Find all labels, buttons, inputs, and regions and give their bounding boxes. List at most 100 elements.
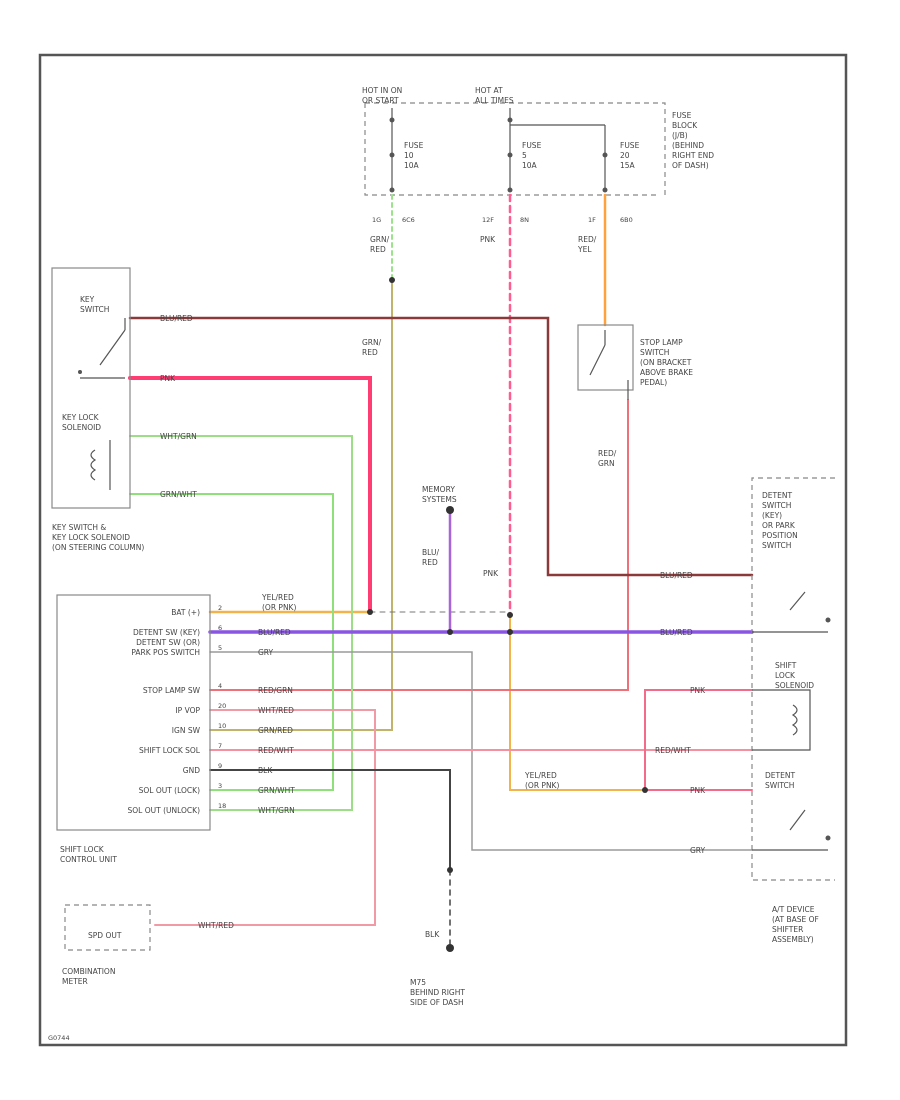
cu-terminal-pin: 10	[218, 722, 226, 730]
cu-terminal: SOL OUT (UNLOCK) 18	[127, 802, 226, 815]
wire-blu-red-key	[128, 316, 754, 577]
wire-label-pnk-2: PNK	[483, 569, 499, 578]
fuse-20-pin: 1F	[588, 216, 596, 224]
wire-label-blk-cu: BLK	[258, 766, 273, 775]
wire-red-grn-stopsw	[209, 399, 629, 691]
wire-label-blu-red-cu: BLU/RED	[258, 628, 291, 637]
cu-terminal-label: GND	[183, 766, 200, 775]
wire-wht-red-vsp	[154, 709, 376, 926]
wire-wht-grn-unlock	[129, 435, 353, 811]
wire-label-red-wht-at: RED/WHT	[655, 746, 691, 755]
cu-terminal-label: DETENT SW (KEY)	[133, 628, 200, 637]
fuse-5-circuit: 8N	[520, 216, 529, 224]
wire-label-yel-red-at: YEL/RED(OR PNK)	[524, 771, 559, 790]
cu-terminal-label: BAT (+)	[171, 608, 200, 617]
cu-terminal-pin: 5	[218, 644, 222, 652]
wire-label-wht-grn: WHT/GRN	[160, 432, 197, 441]
wire-label-grn-red-cu: GRN/RED	[258, 726, 293, 735]
cu-terminal: GND 9	[183, 762, 222, 775]
cu-terminal-pin: 4	[218, 682, 222, 690]
figure-id: G0744	[48, 1034, 70, 1042]
wire-label-red-yel: RED/YEL	[577, 235, 597, 254]
wire-label-red-wht-cu: RED/WHT	[258, 746, 294, 755]
cu-terminal: SHIFT LOCK SOL 7	[139, 742, 222, 755]
wire-grn-wht-lock	[129, 493, 334, 791]
wire-label-grn-red-1: GRN/RED	[370, 235, 390, 254]
cu-terminal-label: SOL OUT (LOCK)	[139, 786, 200, 795]
fuse-5-pin: 12F	[482, 216, 494, 224]
cu-terminal: BAT (+) 2	[171, 604, 222, 617]
cu-terminal: DETENT SW (KEY) 6	[133, 624, 222, 637]
wire-label-red-grn-cu: RED/GRN	[258, 686, 293, 695]
wires	[128, 193, 754, 946]
cu-terminal-pin: 6	[218, 624, 222, 632]
fuse-20-circuit: 6B0	[620, 216, 633, 224]
wire-label-pnk-at: PNK	[690, 686, 706, 695]
cu-terminal: IGN SW 10	[172, 722, 226, 735]
wire-pnk-key-sw	[128, 376, 372, 614]
cu-terminal-label: IGN SW	[172, 726, 201, 735]
cu-terminal-label: IP VOP	[175, 706, 200, 715]
fuse-10-circuit: 6C6	[402, 216, 415, 224]
wire-label-grn-red-2: GRN/RED	[362, 338, 382, 357]
wire-label-wht-red-meter: WHT/RED	[198, 921, 234, 930]
cu-terminal-pin: 18	[218, 802, 226, 810]
key-switch-box	[51, 267, 131, 509]
cu-terminal-label: STOP LAMP SW	[143, 686, 201, 695]
stop-lamp-switch-box	[577, 324, 634, 391]
wire-grn-red-ign	[209, 279, 393, 731]
cu-terminal-label: SOL OUT (UNLOCK)	[127, 806, 200, 815]
wire-label-wht-red-cu: WHT/RED	[258, 706, 294, 715]
cu-terminal-label: SHIFT LOCK SOL	[139, 746, 201, 755]
wire-label-pnk-key: PNK	[160, 374, 176, 383]
fuse-10-pin: 1G	[372, 216, 381, 224]
wire-pnk-sol	[644, 689, 753, 791]
wire-label-blu-red-key: BLU/RED	[160, 314, 193, 323]
wire-label-yel-red: YEL/RED(OR PNK)	[261, 593, 296, 612]
splices	[367, 277, 648, 952]
wire-label-pnk-1: PNK	[480, 235, 496, 244]
wire-blk-gnd	[209, 769, 451, 871]
wire-label-blk-gnd: BLK	[425, 930, 440, 939]
cu-terminal-pin: 3	[218, 782, 222, 790]
wire-label-grn-wht: GRN/WHT	[160, 490, 197, 499]
cu-terminal: SOL OUT (LOCK) 3	[139, 782, 223, 795]
wire-label-red-grn-stop: RED/GRN	[598, 449, 617, 468]
control-unit-box	[56, 594, 211, 831]
cu-terminal-pin: 2	[218, 604, 222, 612]
wire-label-wht-grn-cu: WHT/GRN	[258, 806, 295, 815]
wire-labels: GRN/RED GRN/RED PNK RED/YEL BLU/RED PNK …	[160, 235, 706, 939]
cu-terminal-pin: 9	[218, 762, 222, 770]
wire-label-pnk-det: PNK	[690, 786, 706, 795]
wire-label-gry-at: GRY	[690, 846, 706, 855]
key-switch-description: KEY SWITCH &KEY LOCK SOLENOID(ON STEERIN…	[52, 523, 144, 552]
cu-terminal-pin: 7	[218, 742, 222, 750]
wire-label-blu-red-mem: BLU/RED	[422, 548, 439, 567]
